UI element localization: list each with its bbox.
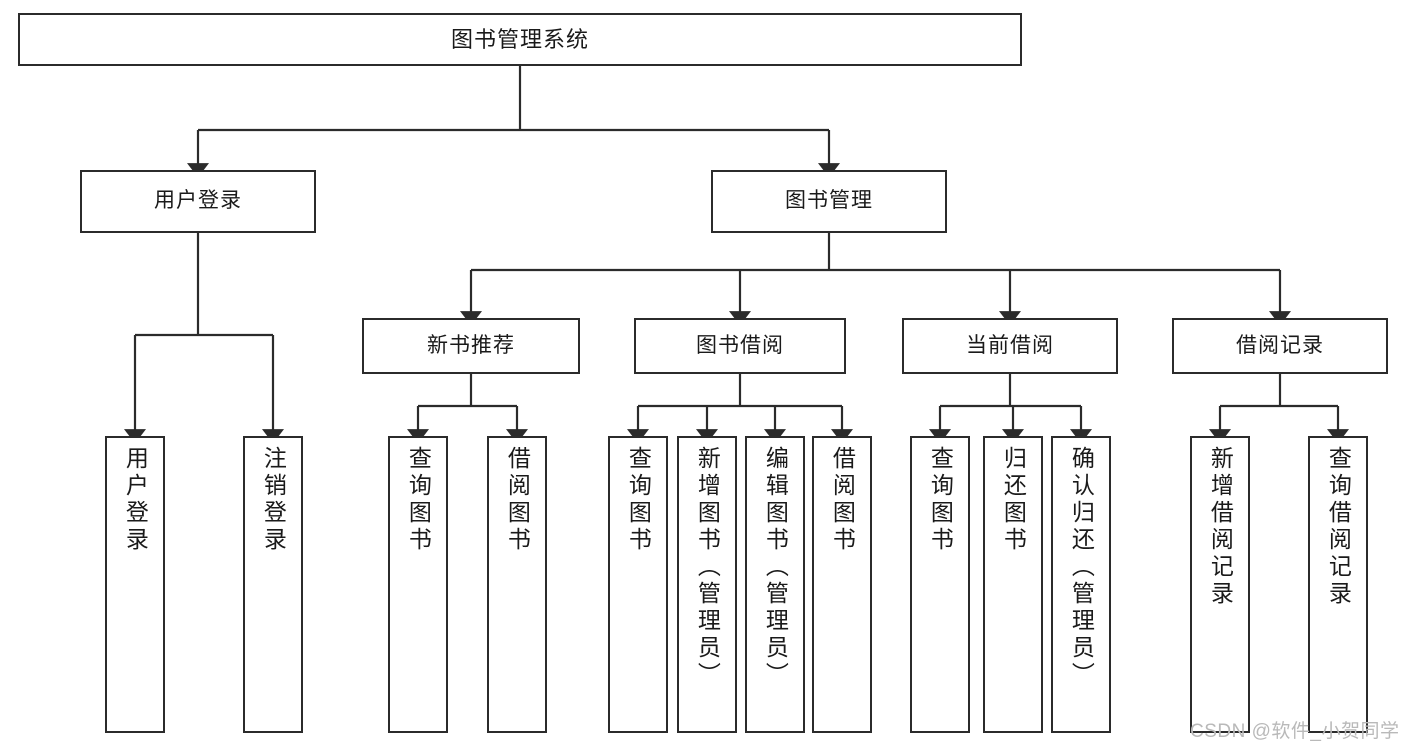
node-leaf-2-注销登录[interactable]: 注销登录 [243,436,303,733]
node-leaf-13-查询借阅记录[interactable]: 查询借阅记录 [1308,436,1368,733]
node-level3-2-图书借阅[interactable]: 图书借阅 [634,318,846,374]
node-leaf-label: 确认归还（管理员） [1068,446,1095,689]
node-level3-3-当前借阅[interactable]: 当前借阅 [902,318,1118,374]
node-leaf-label: 借阅图书 [829,446,856,554]
node-root[interactable]: 图书管理系统 [18,13,1022,66]
node-level3-label: 借阅记录 [1236,333,1324,357]
node-leaf-5-查询图书[interactable]: 查询图书 [608,436,668,733]
node-leaf-11-确认归还管理员[interactable]: 确认归还（管理员） [1051,436,1111,733]
node-leaf-label: 查询图书 [405,446,432,554]
node-level3-label: 图书借阅 [696,333,784,357]
node-leaf-label: 查询借阅记录 [1325,446,1352,608]
node-level3-1-新书推荐[interactable]: 新书推荐 [362,318,580,374]
node-level3-label: 当前借阅 [966,333,1054,357]
node-leaf-label: 查询图书 [927,446,954,554]
node-level2-label: 图书管理 [785,189,873,213]
node-level2-2-图书管理[interactable]: 图书管理 [711,170,947,233]
node-leaf-label: 新增图书（管理员） [694,446,721,689]
node-leaf-label: 归还图书 [1000,446,1027,554]
node-level3-label: 新书推荐 [427,333,515,357]
node-leaf-label: 新增借阅记录 [1207,446,1234,608]
node-leaf-1-用户登录[interactable]: 用户登录 [105,436,165,733]
node-level3-4-借阅记录[interactable]: 借阅记录 [1172,318,1388,374]
node-leaf-6-新增图书管理员[interactable]: 新增图书（管理员） [677,436,737,733]
node-leaf-10-归还图书[interactable]: 归还图书 [983,436,1043,733]
node-leaf-label: 借阅图书 [504,446,531,554]
node-leaf-9-查询图书[interactable]: 查询图书 [910,436,970,733]
tree-connectors [124,66,1349,444]
node-root-label: 图书管理系统 [450,26,589,52]
node-leaf-12-新增借阅记录[interactable]: 新增借阅记录 [1190,436,1250,733]
node-leaf-8-借阅图书[interactable]: 借阅图书 [812,436,872,733]
node-leaf-label: 注销登录 [260,446,287,554]
node-level2-1-用户登录[interactable]: 用户登录 [80,170,316,233]
node-leaf-4-借阅图书[interactable]: 借阅图书 [487,436,547,733]
node-leaf-label: 查询图书 [625,446,652,554]
node-leaf-3-查询图书[interactable]: 查询图书 [388,436,448,733]
node-leaf-7-编辑图书管理员[interactable]: 编辑图书（管理员） [745,436,805,733]
node-level2-label: 用户登录 [154,189,242,213]
node-leaf-label: 编辑图书（管理员） [762,446,789,689]
node-leaf-label: 用户登录 [122,446,149,554]
